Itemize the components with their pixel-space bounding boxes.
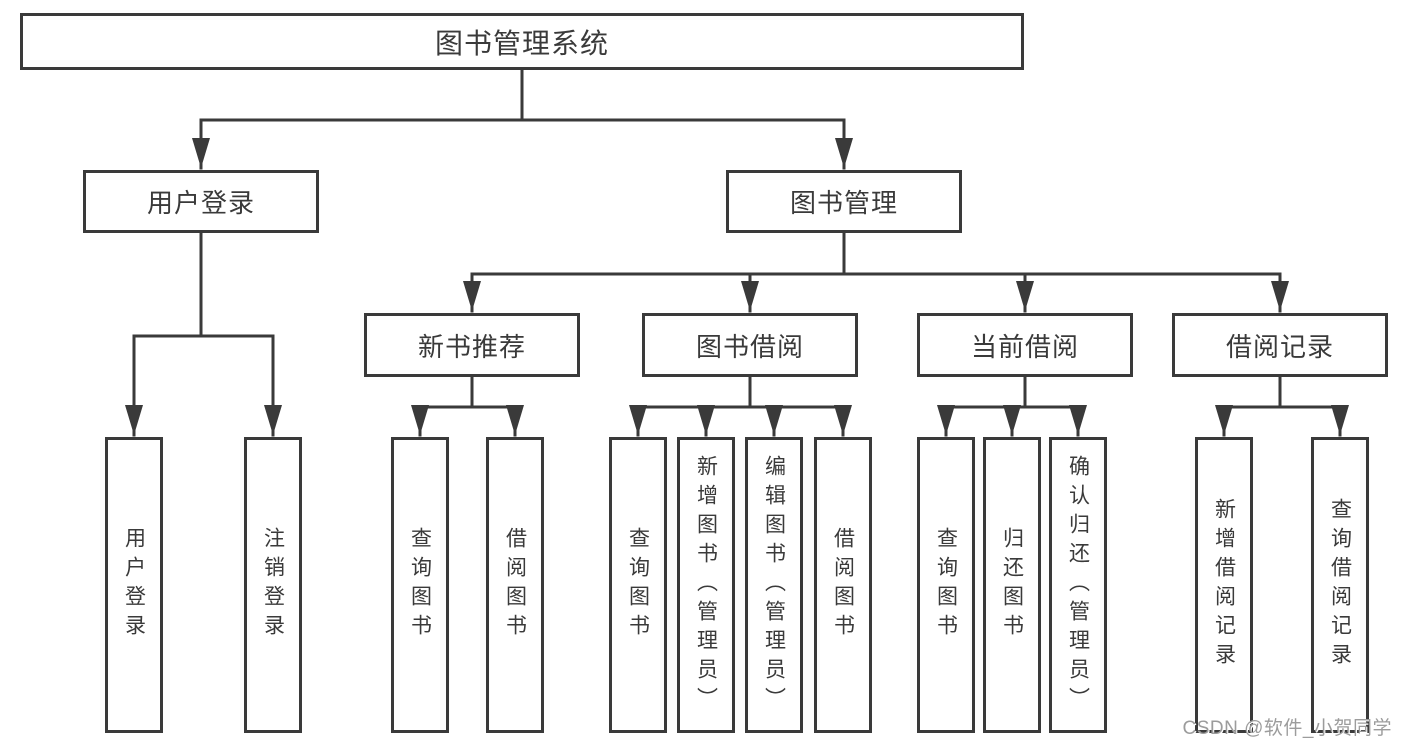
node-leaf-query-books-2: 查询图书 <box>609 437 667 733</box>
node-label: 编辑图书（管理员） <box>762 454 786 716</box>
node-current-borrowing: 当前借阅 <box>917 313 1133 377</box>
node-leaf-confirm-return-admin: 确认归还（管理员） <box>1049 437 1107 733</box>
node-label: 归还图书 <box>1000 527 1024 643</box>
watermark: CSDN @软件_小贺同学 <box>1182 718 1392 739</box>
node-book-management: 图书管理 <box>726 170 962 233</box>
node-label: 图书借阅 <box>695 331 804 362</box>
node-leaf-borrow-books-1: 借阅图书 <box>486 437 544 733</box>
node-label: 图书管理系统 <box>434 27 609 59</box>
node-label: 新增图书（管理员） <box>694 454 718 716</box>
node-label: 查询图书 <box>408 527 432 643</box>
node-leaf-query-books-1: 查询图书 <box>391 437 449 733</box>
node-leaf-borrow-books-2: 借阅图书 <box>814 437 872 733</box>
node-label: 查询图书 <box>626 527 650 643</box>
node-label: 图书管理 <box>789 188 898 218</box>
node-label: 当前借阅 <box>970 331 1079 362</box>
node-library-management-system: 图书管理系统 <box>20 13 1024 70</box>
node-leaf-user-login: 用户登录 <box>105 437 163 733</box>
node-label: 新增借阅记录 <box>1212 498 1236 672</box>
node-user-login: 用户登录 <box>83 170 319 233</box>
node-label: 用户登录 <box>122 527 146 643</box>
node-label: 注销登录 <box>261 527 285 643</box>
node-label: 查询借阅记录 <box>1328 498 1352 672</box>
node-label: 查询图书 <box>934 527 958 643</box>
node-label: 确认归还（管理员） <box>1066 454 1090 716</box>
node-leaf-add-books-admin: 新增图书（管理员） <box>677 437 735 733</box>
node-leaf-add-borrow-record: 新增借阅记录 <box>1195 437 1253 733</box>
node-leaf-edit-books-admin: 编辑图书（管理员） <box>745 437 803 733</box>
node-leaf-logout: 注销登录 <box>244 437 302 733</box>
node-leaf-query-books-3: 查询图书 <box>917 437 975 733</box>
node-label: 借阅图书 <box>831 527 855 643</box>
node-label: 用户登录 <box>146 188 255 218</box>
node-label: 借阅记录 <box>1225 331 1334 362</box>
node-leaf-return-books: 归还图书 <box>983 437 1041 733</box>
node-label: 新书推荐 <box>417 331 526 362</box>
node-label: 借阅图书 <box>503 527 527 643</box>
node-leaf-query-borrow-record: 查询借阅记录 <box>1311 437 1369 733</box>
node-new-book-recommendation: 新书推荐 <box>364 313 580 377</box>
node-book-borrowing: 图书借阅 <box>642 313 858 377</box>
node-borrowing-records: 借阅记录 <box>1172 313 1388 377</box>
